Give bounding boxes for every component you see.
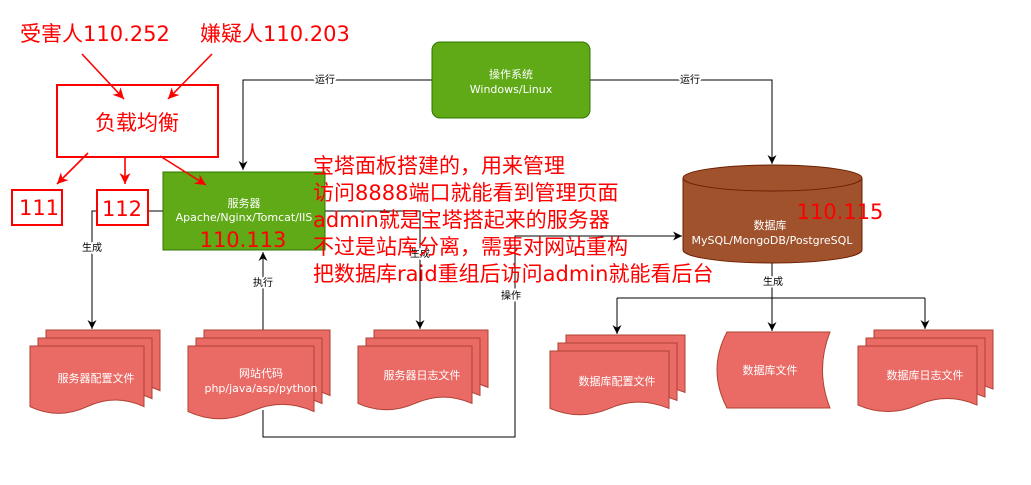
db-files-stored-data [716,331,831,409]
server-config-document [29,329,161,414]
document-sheet-front [29,345,145,414]
document-sheet-front [857,345,978,413]
red-annotations: 受害人110.252 嫌疑人110.203 负载均衡 111 112 110.1… [11,22,884,286]
db-log-document [857,329,994,413]
os-node-subtitle: Windows/Linux [470,83,553,96]
os-node-box [431,41,591,119]
website-code-label: 网站代码 [239,366,283,380]
db-log-label: 数据库日志文件 [887,368,964,382]
note-line-3: admin就是宝塔搭起来的服务器 [313,208,610,232]
edge-code-to-database [262,231,682,438]
edge-os-to-server [238,79,432,170]
node-111-box [11,189,63,226]
load-balancer-label: 负载均衡 [95,111,179,135]
note-line-5: 把数据库raid重组后访问admin就能看后台 [313,262,713,286]
node-112-label: 112 [102,197,142,221]
db-config-document [549,334,686,416]
node-111-label: 111 [19,196,59,220]
red-arrow-to-111 [56,152,89,185]
node-112-box [96,189,149,226]
edge-os-to-database [590,79,777,164]
note-line-4: 不过是站库分离，需要对网站重构 [313,235,628,259]
website-code-document [187,329,331,420]
server-ip-label: 110.113 [200,228,287,252]
note-line-1: 宝塔面板搭建的，用来管理 [313,154,565,178]
note-line-2: 访问8888端口就能看到管理页面 [313,181,618,205]
suspect-label: 嫌疑人110.203 [200,22,350,46]
edge-server-to-log [325,210,425,329]
website-code-sublabel: php/java/asp/python [204,382,317,395]
edge-label-generate-database: 生成 [763,275,783,288]
edge-database-trunk [617,263,925,299]
os-node-title: 操作系统 [489,67,533,81]
edge-label-generate-config: 生成 [82,241,102,254]
edge-label-generate-log: 生成 [410,247,430,260]
edge-label-operate: 操作 [501,289,521,302]
red-arrow-to-server [159,155,207,186]
victim-label: 受害人110.252 [20,22,170,46]
server-config-label: 服务器配置文件 [58,371,135,385]
server-log-document [357,329,489,411]
database-node-subtitle: MySQL/MongoDB/PostgreSQL [692,234,854,247]
edge-server-to-config [87,210,163,329]
os-node: 操作系统 Windows/Linux [431,41,591,119]
red-arrow-victim-to-balancer [81,53,125,100]
server-log-label: 服务器日志文件 [384,368,461,382]
server-node-title: 服务器 [228,197,261,210]
document-sheet-front [357,345,473,411]
edge-label-execute: 执行 [253,276,273,289]
database-ip-label: 110.115 [797,200,884,224]
server-node-box [162,171,326,251]
db-files-label: 数据库文件 [743,363,798,377]
db-config-label: 数据库配置文件 [579,374,656,388]
edge-label-run-database: 运行 [680,73,700,86]
red-arrow-suspect-to-balancer [167,53,213,100]
edge-label-run-server: 运行 [315,73,335,86]
document-sheet-front [187,345,315,420]
server-node-subtitle: Apache/Nginx/Tomcat/IIS [176,211,313,224]
database-cylinder-rim [682,177,863,192]
load-balancer-box [56,84,219,158]
document-sheet-front [549,350,670,416]
server-node: 服务器 Apache/Nginx/Tomcat/IIS [162,171,326,251]
database-node-title: 数据库 [754,218,787,232]
database-node: 数据库 MySQL/MongoDB/PostgreSQL [682,164,863,264]
